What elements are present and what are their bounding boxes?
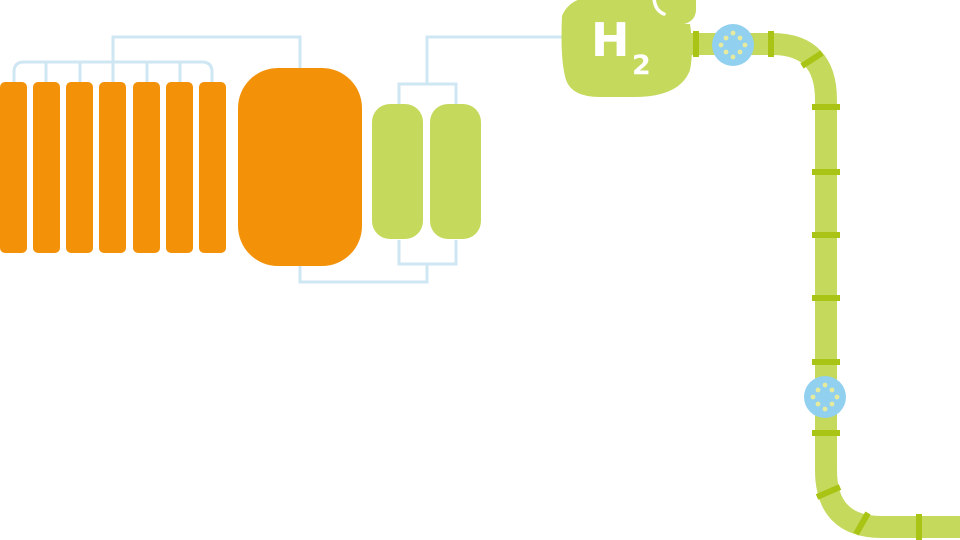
top-feed-line <box>111 35 302 70</box>
valve-bolt <box>829 387 835 393</box>
separator-tank <box>238 68 362 266</box>
h2-subscript: 2 <box>632 50 651 81</box>
buffer-tank <box>372 104 423 239</box>
valve-bolt <box>723 49 729 55</box>
electrolyzer-stack <box>0 82 226 253</box>
h2-subscript-digit: 2 <box>632 50 651 81</box>
separator-bottom-line <box>298 240 458 284</box>
valve-bolt <box>718 42 724 48</box>
h2-symbol: H <box>591 13 630 67</box>
hydrogen-tank-cap <box>652 0 696 24</box>
valve <box>712 24 754 66</box>
valve-bolt <box>829 401 835 407</box>
valve-bolt <box>730 30 736 36</box>
pipe-ring <box>815 484 842 500</box>
electrolyzer-cell <box>66 82 93 253</box>
valve-bolt <box>822 382 828 388</box>
hydrogen-storage: H 2 <box>561 0 696 97</box>
valve-bolt <box>815 387 821 393</box>
electrolyzer-cell <box>99 82 126 253</box>
valve-wheel-icon <box>804 376 846 418</box>
electrolyzer-cell <box>33 82 60 253</box>
buffer-tank <box>430 104 481 239</box>
valve <box>804 376 846 418</box>
valve-bolt <box>737 35 743 41</box>
valve-bolt <box>834 394 840 400</box>
valve-bolt <box>815 401 821 407</box>
electrolyzer-cell <box>199 82 226 253</box>
connector-lines <box>12 35 562 284</box>
hydrogen-pipeline <box>676 33 960 538</box>
hydrogen-tank-body <box>561 0 692 97</box>
pipe-ring <box>800 50 824 69</box>
valve-bolt <box>723 35 729 41</box>
valve-bolt <box>822 406 828 412</box>
pipe-rings <box>693 31 922 540</box>
valve-bolt <box>730 54 736 60</box>
buffer-tanks <box>372 104 481 239</box>
electrolyzer-cell <box>166 82 193 253</box>
buffer-top-line <box>397 35 562 104</box>
cell-manifold-tap <box>44 62 182 82</box>
electrolyzer-cell <box>0 82 27 253</box>
valve-bolt <box>810 394 816 400</box>
valve-bolt <box>742 42 748 48</box>
valve-bolt <box>737 49 743 55</box>
electrolyzer-cell <box>133 82 160 253</box>
hydrogen-tank-cap-highlight <box>652 0 666 16</box>
valve-wheel-icon <box>712 24 754 66</box>
h2-symbol-letter: H <box>591 13 630 67</box>
pipe-ring <box>853 511 871 536</box>
